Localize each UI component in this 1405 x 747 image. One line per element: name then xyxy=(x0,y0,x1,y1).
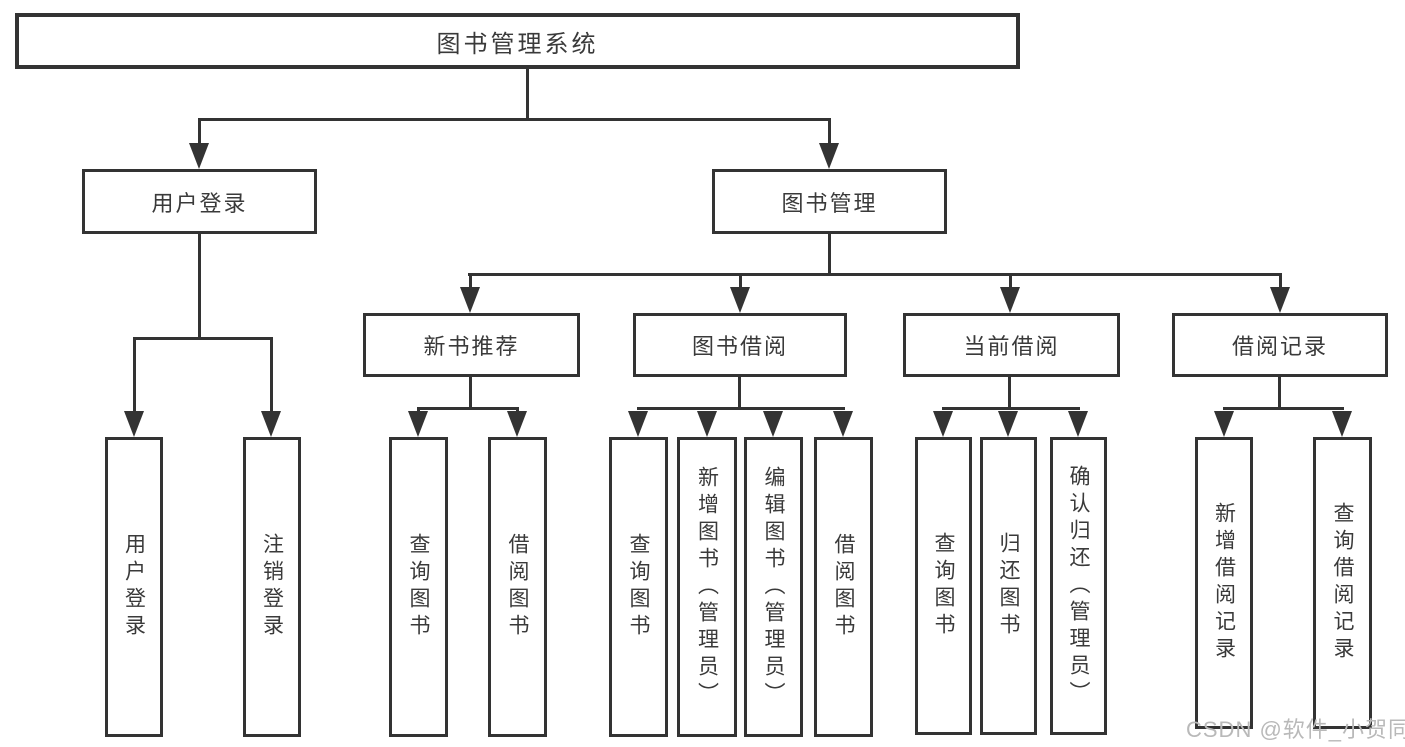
csdn-watermark: CSDN @软件_小贺同学 xyxy=(1186,717,1405,742)
arrowhead-leaf-query-current xyxy=(933,411,953,437)
connector-borrow-records-drop xyxy=(1278,376,1281,410)
connector-book-mgmt-stub xyxy=(828,118,831,148)
arrowhead-borrow-records xyxy=(1270,287,1290,313)
node-new-book-recommend-label: 新书推荐 xyxy=(423,334,520,359)
connector-borrow-records-stub xyxy=(1279,273,1282,293)
leaf-add-borrow-record: 新增借阅记录 xyxy=(1195,437,1253,729)
connector-current-borrow-drop xyxy=(1008,376,1011,410)
connector-user-login-drop xyxy=(198,233,201,340)
connector-book-borrow-stub xyxy=(739,273,742,293)
connector-root-drop xyxy=(526,68,529,121)
node-book-management-label: 图书管理 xyxy=(781,190,878,216)
leaf-add-books-admin: 新增图书（管理员） xyxy=(677,437,737,737)
node-new-book-recommend: 新书推荐 xyxy=(363,313,580,377)
node-library-system: 图书管理系统 xyxy=(15,13,1020,69)
arrowhead-leaf-add-record xyxy=(1214,411,1234,437)
node-book-borrow: 图书借阅 xyxy=(633,313,847,377)
node-user-login-label: 用户登录 xyxy=(151,190,248,216)
arrowhead-leaf-login xyxy=(124,411,144,437)
leaf-query-borrow-record: 查询借阅记录 xyxy=(1313,437,1372,729)
leaf-edit-books-admin: 编辑图书（管理员） xyxy=(744,437,803,737)
arrowhead-book-borrow xyxy=(730,287,750,313)
arrowhead-leaf-query-recommend xyxy=(408,411,428,437)
node-borrow-records-label: 借阅记录 xyxy=(1231,334,1328,359)
connector-level2-rail xyxy=(198,118,831,121)
leaf-query-books-recommend: 查询图书 xyxy=(389,437,448,737)
node-book-management: 图书管理 xyxy=(712,169,947,234)
connector-current-borrow-stub xyxy=(1009,273,1012,293)
arrowhead-book-mgmt xyxy=(819,143,839,169)
connector-leaf-login-stub xyxy=(133,337,136,417)
connector-new-book-drop xyxy=(469,376,472,410)
node-borrow-records: 借阅记录 xyxy=(1172,313,1388,377)
arrowhead-leaf-logout xyxy=(261,411,281,437)
arrowhead-leaf-query-borrow xyxy=(628,411,648,437)
arrowhead-leaf-return-books xyxy=(998,411,1018,437)
connector-user-login-rail xyxy=(133,337,273,340)
connector-leaf-logout-stub xyxy=(270,337,273,417)
arrowhead-leaf-confirm-return xyxy=(1068,411,1088,437)
connector-current-borrow-rail xyxy=(942,407,1080,410)
connector-book-borrow-drop xyxy=(738,376,741,410)
leaf-return-books: 归还图书 xyxy=(980,437,1037,735)
connector-borrow-records-rail xyxy=(1223,407,1344,410)
node-book-borrow-label: 图书借阅 xyxy=(691,334,788,359)
connector-book-borrow-rail xyxy=(637,407,845,410)
connector-new-book-stub xyxy=(469,273,472,293)
node-current-borrow: 当前借阅 xyxy=(903,313,1120,377)
node-library-system-label: 图书管理系统 xyxy=(436,30,599,58)
leaf-query-books-current: 查询图书 xyxy=(915,437,972,735)
arrowhead-leaf-borrow-recommend xyxy=(507,411,527,437)
arrowhead-leaf-edit-books xyxy=(763,411,783,437)
leaf-logout: 注销登录 xyxy=(243,437,301,737)
node-user-login: 用户登录 xyxy=(82,169,317,234)
arrowhead-leaf-add-books xyxy=(697,411,717,437)
arrowhead-leaf-borrow-books xyxy=(833,411,853,437)
arrowhead-current-borrow xyxy=(1000,287,1020,313)
connector-new-book-rail xyxy=(417,407,519,410)
connector-level3-rail xyxy=(468,273,1281,276)
leaf-user-login: 用户登录 xyxy=(105,437,163,737)
leaf-query-books-borrow: 查询图书 xyxy=(609,437,668,737)
arrowhead-new-book xyxy=(460,287,480,313)
connector-book-mgmt-drop xyxy=(828,233,831,276)
arrowhead-leaf-query-record xyxy=(1332,411,1352,437)
leaf-confirm-return-admin: 确认归还（管理员） xyxy=(1050,437,1107,735)
arrowhead-user-login xyxy=(189,143,209,169)
leaf-borrow-books: 借阅图书 xyxy=(814,437,873,737)
node-current-borrow-label: 当前借阅 xyxy=(963,334,1060,359)
leaf-borrow-books-recommend: 借阅图书 xyxy=(488,437,547,737)
connector-user-login-stub xyxy=(198,118,201,148)
